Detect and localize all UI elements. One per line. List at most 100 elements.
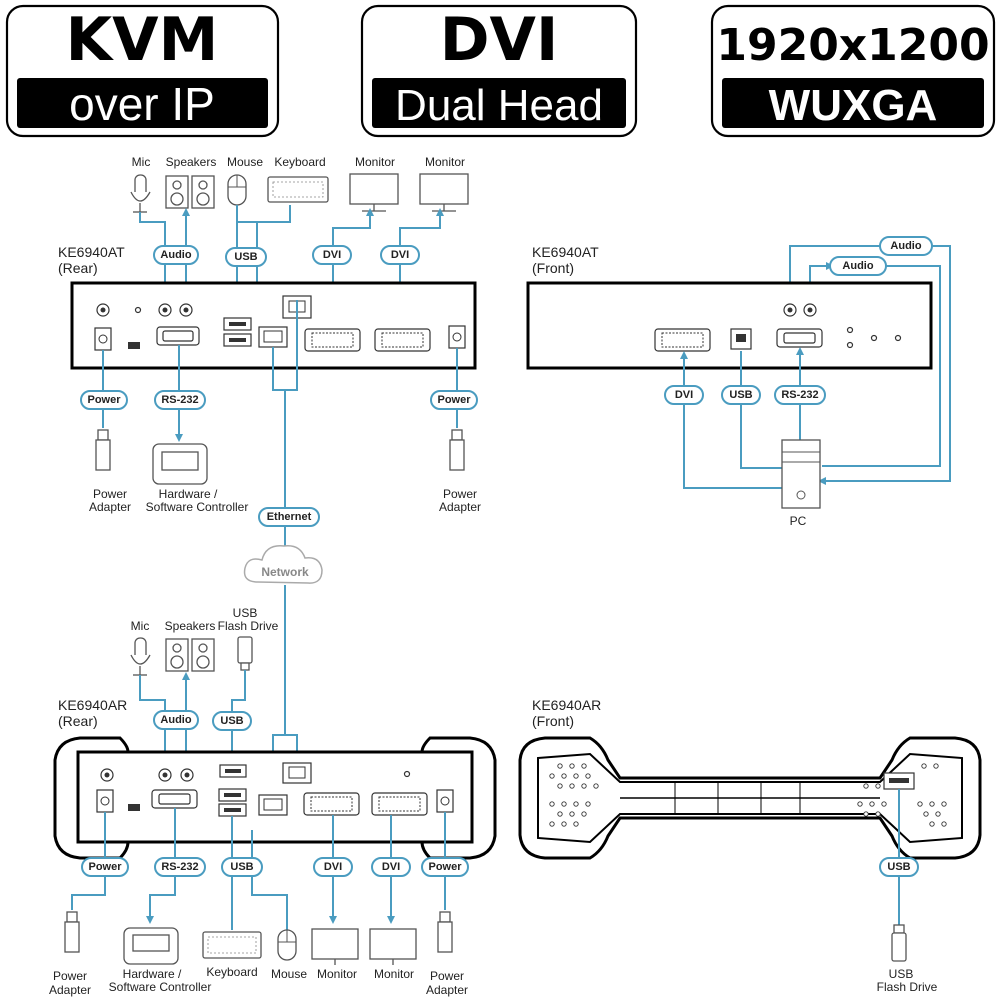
svg-text:Power: Power — [437, 394, 471, 406]
pc-label: PC — [790, 514, 807, 528]
usb-cable-label: USB — [879, 857, 919, 877]
power-adapter-right-label-1: Power — [430, 969, 464, 983]
dvi-1-cable-label: DVI — [313, 857, 353, 877]
usb-ports — [223, 317, 252, 347]
power-adapter-left-icon — [64, 911, 80, 953]
monitor-2-label: Monitor — [425, 155, 465, 169]
transmitter-rear-unit — [70, 281, 477, 370]
controller-label-1: Hardware / — [159, 487, 218, 501]
vent-dots-left — [549, 763, 599, 827]
controller-icon — [152, 443, 208, 485]
usb-top-cable-label: USB — [212, 711, 252, 731]
mouse-icon — [227, 174, 247, 206]
receiver-rear-side: (Rear) — [58, 713, 98, 729]
svg-text:USB: USB — [230, 861, 253, 873]
receiver-front-section: KE6940AR (Front) — [518, 697, 982, 994]
usb-bottom-cable-label: USB — [221, 857, 263, 877]
transmitter-rear-model: KE6940AT — [58, 244, 125, 260]
badge-bottom-text: Dual Head — [395, 81, 603, 130]
keyboard-label: Keyboard — [206, 965, 257, 979]
monitor-2-icon — [369, 928, 417, 965]
svg-text:RS-232: RS-232 — [161, 394, 198, 406]
mic-label: Mic — [132, 155, 151, 169]
speakers-icon — [165, 638, 215, 672]
badge-bottom-text: over IP — [69, 78, 215, 130]
keyboard-icon — [267, 176, 329, 203]
usb-flash-label-2: Flash Drive — [218, 619, 279, 633]
mouse-label: Mouse — [271, 967, 307, 981]
dvi-port-1 — [304, 328, 361, 352]
audio-1-cable-label: Audio — [879, 236, 933, 256]
controller-label-2: Software Controller — [146, 500, 249, 514]
power-adapter-right-label-2: Adapter — [439, 500, 481, 514]
dvi-1-cable-label: DVI — [312, 245, 352, 265]
rs232-port — [156, 326, 200, 346]
ground-screw-icon — [100, 768, 114, 782]
svg-text:USB: USB — [729, 389, 752, 401]
audio-2-cable-label: Audio — [829, 256, 887, 276]
monitor-1-label: Monitor — [317, 967, 357, 981]
svg-text:Power: Power — [87, 394, 121, 406]
monitor-1-icon — [349, 173, 399, 212]
power-right-cable-label: Power — [421, 857, 469, 877]
power-adapter-left-label-1: Power — [93, 487, 127, 501]
monitor-1-label: Monitor — [355, 155, 395, 169]
svg-text:USB: USB — [887, 861, 910, 873]
transmitter-front-side: (Front) — [532, 260, 574, 276]
usb-port-top — [219, 764, 247, 778]
power-adapter-right-icon — [449, 429, 465, 471]
svg-text:USB: USB — [220, 715, 243, 727]
svg-text:Ethernet: Ethernet — [267, 511, 312, 523]
speakers-label: Speakers — [166, 155, 217, 169]
usb-ports — [218, 788, 247, 817]
monitor-2-icon — [419, 173, 469, 212]
badge-top-text: DVI — [440, 5, 559, 75]
svg-text:Audio: Audio — [890, 240, 921, 252]
usb-port — [883, 772, 915, 790]
dvi-port — [654, 328, 711, 352]
vent-dots-right — [857, 763, 947, 827]
usb-cable-label: USB — [721, 385, 761, 405]
rs232-port — [776, 328, 823, 348]
ground-screw-icon — [96, 303, 110, 317]
svg-text:Power: Power — [88, 861, 122, 873]
power-jack-right — [448, 325, 466, 349]
speakers-label: Speakers — [165, 619, 216, 633]
svg-text:Audio: Audio — [842, 260, 873, 272]
power-jack-left — [96, 789, 114, 813]
dvi-port-2 — [371, 792, 428, 816]
dvi-2-cable-label: DVI — [371, 857, 411, 877]
rs232-cable-label: RS-232 — [774, 385, 826, 405]
controller-label-1: Hardware / — [123, 967, 182, 981]
transmitter-front-unit — [526, 281, 933, 370]
receiver-front-side: (Front) — [532, 713, 574, 729]
dvi-2-cable-label: DVI — [380, 245, 420, 265]
power-adapter-left-icon — [95, 429, 111, 471]
receiver-rear-model: KE6940AR — [58, 697, 127, 713]
svg-text:Power: Power — [428, 861, 462, 873]
svg-text:DVI: DVI — [391, 249, 409, 261]
ethernet-cable-label: Ethernet — [258, 507, 320, 527]
svg-text:DVI: DVI — [324, 861, 342, 873]
svg-text:DVI: DVI — [382, 861, 400, 873]
svg-text:USB: USB — [234, 251, 257, 263]
rs232-cable-label: RS-232 — [154, 390, 206, 410]
controller-label-2: Software Controller — [109, 980, 212, 994]
badge-resolution: 1920x1200 WUXGA — [710, 4, 996, 138]
network-section: Ethernet Network — [243, 300, 323, 800]
switch-icon — [128, 342, 140, 349]
transmitter-rear-side: (Rear) — [58, 260, 98, 276]
ethernet-port-2 — [258, 326, 288, 348]
usb-flash-drive-icon — [891, 924, 907, 962]
badge-top-text: KVM — [66, 5, 219, 75]
dvi-port-2 — [374, 328, 431, 352]
svg-text:Audio: Audio — [160, 249, 191, 261]
badge-dvi-dual-head: DVI Dual Head — [360, 4, 638, 138]
dvi-cable-label: DVI — [664, 385, 704, 405]
network-cloud-label: Network — [261, 565, 309, 579]
badge-bottom-text: WUXGA — [769, 81, 938, 130]
monitor-1-icon — [311, 928, 359, 965]
switch-icon — [128, 804, 140, 811]
audio-cable-label: Audio — [153, 710, 199, 730]
power-adapter-left-label-2: Adapter — [89, 500, 131, 514]
